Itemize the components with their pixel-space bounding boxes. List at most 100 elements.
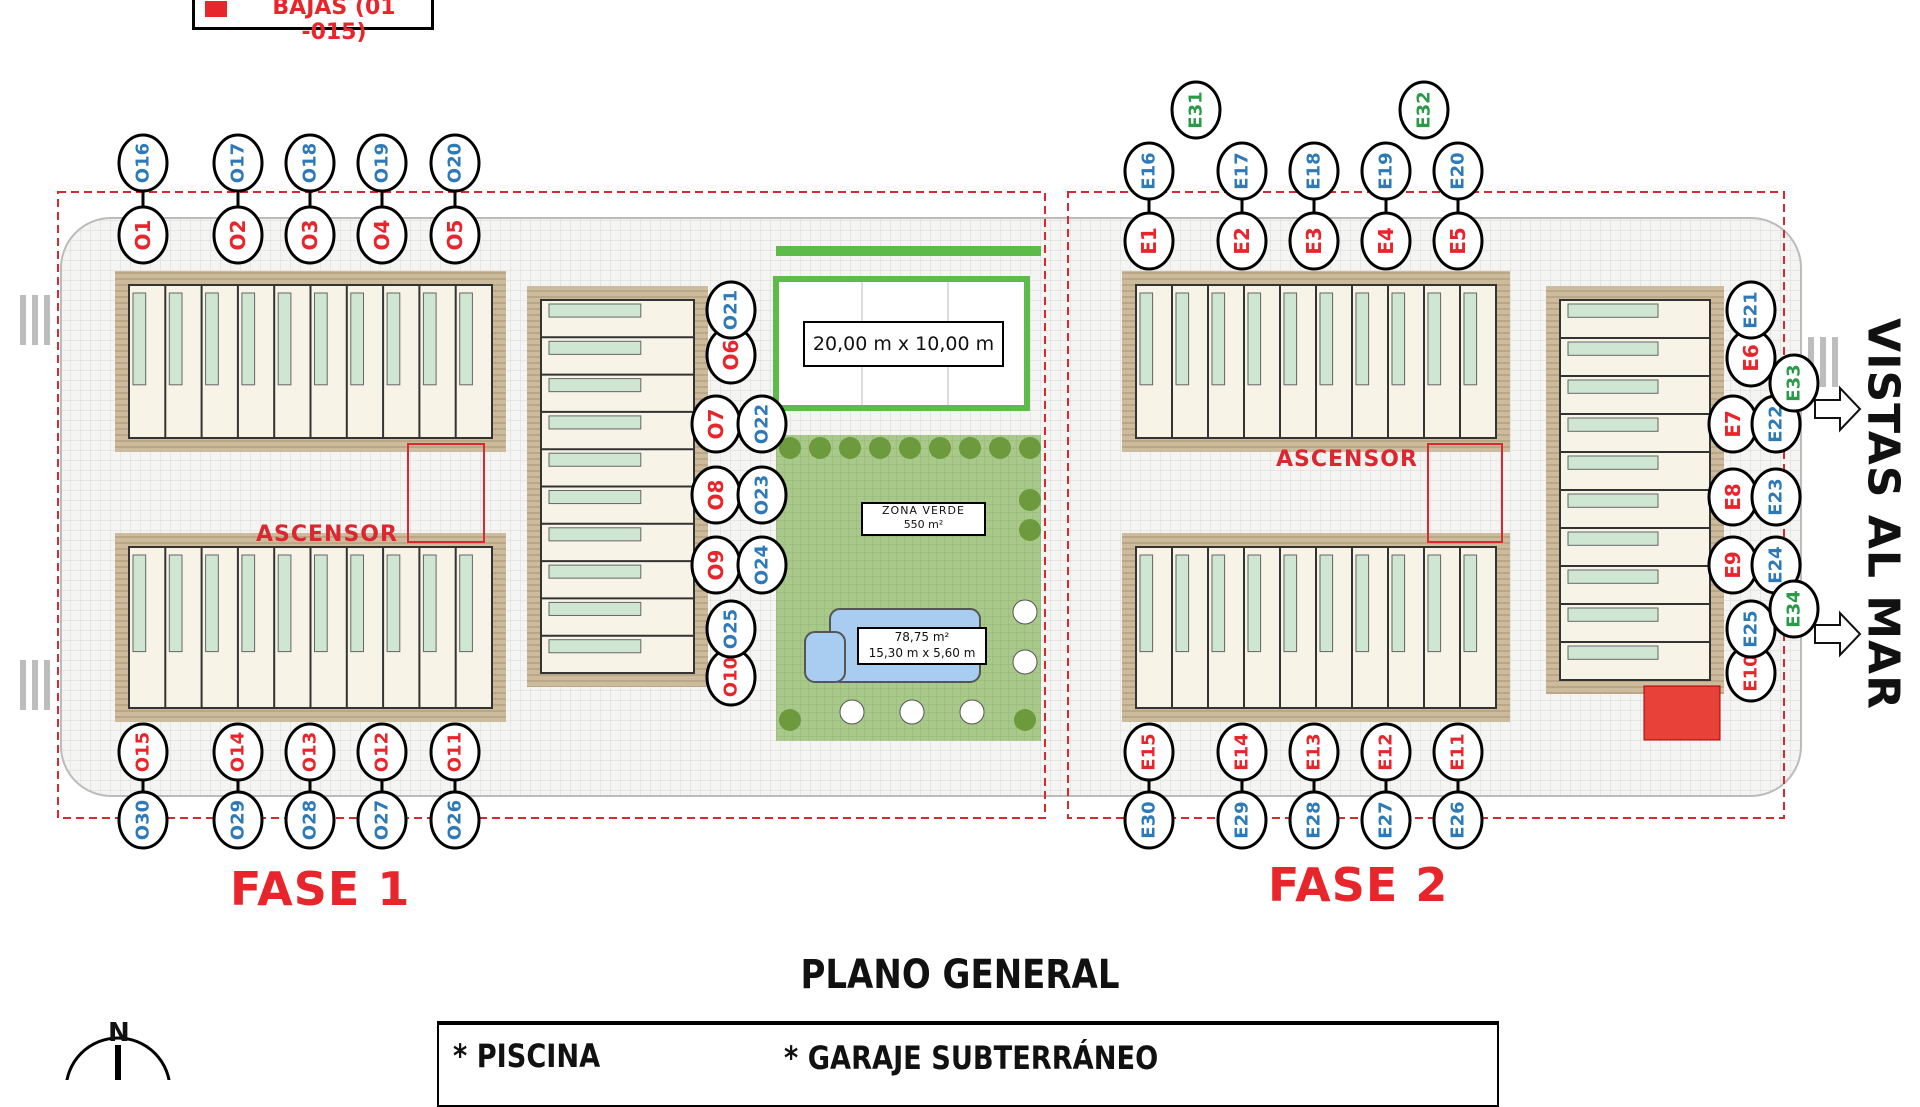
- unit-marker-o25[interactable]: O25: [705, 599, 757, 659]
- unit-marker-e33[interactable]: E33: [1768, 353, 1820, 413]
- unit-marker-o4[interactable]: O4: [356, 205, 408, 265]
- unit-marker-o30[interactable]: O30: [117, 790, 169, 850]
- legend-label: BAJAS (01 -015): [272, 0, 396, 45]
- unit-marker-label: E34: [1784, 590, 1805, 627]
- unit-marker-o24[interactable]: O24: [736, 535, 788, 595]
- amenity-garage: * GARAJE SUBTERRÁNEO: [784, 1039, 1159, 1077]
- unit-marker-e10[interactable]: E10: [1725, 643, 1777, 703]
- unit-marker-e25[interactable]: E25: [1725, 599, 1777, 659]
- unit-marker-e1[interactable]: E1: [1123, 211, 1175, 271]
- unit-marker-label: O16: [133, 143, 154, 183]
- unit-marker-e26[interactable]: E26: [1432, 790, 1484, 850]
- unit-marker-o2[interactable]: O2: [212, 205, 264, 265]
- unit-marker-e30[interactable]: E30: [1123, 790, 1175, 850]
- unit-marker-label: E25: [1741, 610, 1762, 647]
- amenity-pool: * PISCINA: [453, 1037, 601, 1075]
- unit-marker-label: O19: [372, 143, 393, 183]
- unit-marker-e2[interactable]: E2: [1216, 211, 1268, 271]
- parasol-icon: [839, 699, 865, 725]
- unit-marker-label: E23: [1766, 478, 1787, 515]
- phase-2-label: FASE 2: [1268, 858, 1449, 912]
- unit-marker-e24[interactable]: E24: [1750, 535, 1802, 595]
- unit-marker-e3[interactable]: E3: [1288, 211, 1340, 271]
- unit-marker-o17[interactable]: O17: [212, 133, 264, 193]
- unit-marker-label: O2: [226, 220, 250, 251]
- unit-marker-e18[interactable]: E18: [1288, 141, 1340, 201]
- unit-marker-o13[interactable]: O13: [284, 722, 336, 782]
- unit-marker-e23[interactable]: E23: [1750, 467, 1802, 527]
- unit-marker-e5[interactable]: E5: [1432, 211, 1484, 271]
- unit-marker-label: O28: [300, 800, 321, 840]
- unit-marker-label: O23: [752, 475, 773, 515]
- unit-marker-e11[interactable]: E11: [1432, 722, 1484, 782]
- unit-marker-o8[interactable]: O8: [690, 465, 742, 525]
- unit-marker-label: O8: [704, 480, 728, 511]
- unit-marker-o15[interactable]: O15: [117, 722, 169, 782]
- unit-marker-label: E2: [1230, 227, 1254, 255]
- tree-icon: [899, 437, 921, 459]
- unit-marker-e17[interactable]: E17: [1216, 141, 1268, 201]
- plan-title: PLANO GENERAL: [800, 952, 1120, 998]
- unit-marker-label: O24: [752, 545, 773, 585]
- unit-marker-e9[interactable]: E9: [1707, 535, 1759, 595]
- unit-marker-e20[interactable]: E20: [1432, 141, 1484, 201]
- unit-marker-o23[interactable]: O23: [736, 465, 788, 525]
- elevator-label-phase-1: ASCENSOR: [256, 522, 398, 547]
- unit-marker-o3[interactable]: O3: [284, 205, 336, 265]
- unit-marker-o11[interactable]: O11: [429, 722, 481, 782]
- unit-marker-o19[interactable]: O19: [356, 133, 408, 193]
- amenities-box: * PISCINA * GARAJE SUBTERRÁNEO: [437, 1021, 1499, 1107]
- unit-marker-e14[interactable]: E14: [1216, 722, 1268, 782]
- green-zone-area-value: 550 m²: [903, 518, 944, 531]
- unit-marker-o7[interactable]: O7: [690, 394, 742, 454]
- unit-marker-e29[interactable]: E29: [1216, 790, 1268, 850]
- unit-marker-label: E5: [1446, 227, 1470, 255]
- unit-marker-e8[interactable]: E8: [1707, 467, 1759, 527]
- unit-marker-label: O4: [370, 220, 394, 251]
- unit-marker-label: E33: [1784, 364, 1805, 401]
- unit-marker-o16[interactable]: O16: [117, 133, 169, 193]
- unit-marker-e16[interactable]: E16: [1123, 141, 1175, 201]
- unit-marker-o28[interactable]: O28: [284, 790, 336, 850]
- unit-marker-o21[interactable]: O21: [705, 280, 757, 340]
- green-zone-label: ZONA VERDE 550 m²: [861, 502, 986, 536]
- unit-marker-label: E14: [1232, 733, 1253, 770]
- unit-marker-e19[interactable]: E19: [1360, 141, 1412, 201]
- unit-marker-o29[interactable]: O29: [212, 790, 264, 850]
- unit-marker-e21[interactable]: E21: [1725, 280, 1777, 340]
- unit-marker-label: O18: [300, 143, 321, 183]
- unit-marker-o20[interactable]: O20: [429, 133, 481, 193]
- tree-icon: [1019, 519, 1041, 541]
- technical-room: [1643, 685, 1721, 741]
- unit-marker-e31[interactable]: E31: [1170, 80, 1222, 140]
- unit-marker-o9[interactable]: O9: [690, 535, 742, 595]
- north-label: N: [108, 1018, 130, 1048]
- unit-marker-e28[interactable]: E28: [1288, 790, 1340, 850]
- unit-marker-o26[interactable]: O26: [429, 790, 481, 850]
- unit-marker-o5[interactable]: O5: [429, 205, 481, 265]
- pool-dimensions: 15,30 m x 5,60 m: [868, 646, 976, 660]
- unit-marker-o27[interactable]: O27: [356, 790, 408, 850]
- unit-marker-label: E20: [1448, 152, 1469, 189]
- unit-marker-o10[interactable]: O10: [705, 647, 757, 707]
- legend-box: BAJAS (01 -015): [192, 0, 434, 45]
- unit-marker-e4[interactable]: E4: [1360, 211, 1412, 271]
- unit-marker-e12[interactable]: E12: [1360, 722, 1412, 782]
- unit-marker-o22[interactable]: O22: [736, 394, 788, 454]
- unit-marker-e13[interactable]: E13: [1288, 722, 1340, 782]
- unit-marker-o1[interactable]: O1: [117, 205, 169, 265]
- unit-marker-o12[interactable]: O12: [356, 722, 408, 782]
- unit-marker-e15[interactable]: E15: [1123, 722, 1175, 782]
- unit-marker-e27[interactable]: E27: [1360, 790, 1412, 850]
- unit-marker-e7[interactable]: E7: [1707, 394, 1759, 454]
- legend-swatch: [205, 1, 227, 17]
- unit-marker-label: E22: [1766, 405, 1787, 442]
- unit-marker-o18[interactable]: O18: [284, 133, 336, 193]
- unit-marker-e34[interactable]: E34: [1768, 579, 1820, 639]
- unit-marker-label: O5: [443, 220, 467, 251]
- unit-marker-e32[interactable]: E32: [1398, 80, 1450, 140]
- unit-marker-o14[interactable]: O14: [212, 722, 264, 782]
- tree-icon: [839, 437, 861, 459]
- unit-marker-o6[interactable]: O6: [705, 325, 757, 385]
- unit-marker-label: O29: [228, 800, 249, 840]
